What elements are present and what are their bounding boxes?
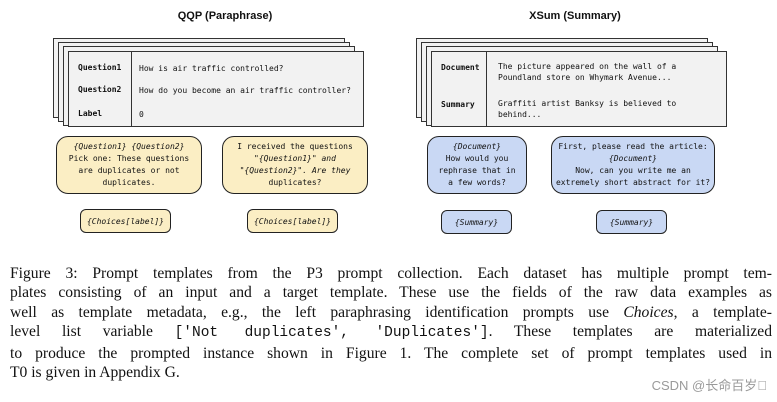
column-divider xyxy=(486,52,487,126)
template-line: {Document} xyxy=(452,142,502,151)
template-line: are duplicates or not xyxy=(78,166,180,175)
row-value: How is air traffic controlled? xyxy=(139,64,284,73)
xsum-template-2: First, please read the article: {Documen… xyxy=(551,136,715,194)
caption-line: plates consisting of an input and a targ… xyxy=(10,284,772,302)
row-key: Document xyxy=(441,63,480,72)
xsum-example-card: Document The picture appeared on the wal… xyxy=(431,51,727,127)
caption-text: level list variable xyxy=(10,323,175,341)
xsum-template-1: {Document} How would you rephrase that i… xyxy=(427,136,527,194)
row-key: Question1 xyxy=(78,63,122,72)
template-line: Pick one: These questions xyxy=(68,154,190,163)
left-panel-title: QQP (Paraphrase) xyxy=(177,10,273,22)
template-line: {Question1} {Question2} xyxy=(73,142,185,151)
row-key: Question2 xyxy=(78,85,122,94)
qqp-target-1: {Choices[label]} xyxy=(80,209,171,233)
qqp-template-1: {Question1} {Question2} Pick one: These … xyxy=(56,136,202,194)
template-line: {Document} xyxy=(608,154,658,163)
caption-line: to produce the prompted instance shown i… xyxy=(10,344,772,362)
qqp-example-card: Question1 How is air traffic controlled?… xyxy=(68,51,364,127)
row-value: Graffiti artist Banksy is believed to be… xyxy=(498,98,676,120)
xsum-target-2: {Summary} xyxy=(596,210,667,234)
template-line: a few words? xyxy=(448,178,506,187)
template-line: duplicates? xyxy=(268,178,322,187)
caption-emph: Choices xyxy=(623,303,674,321)
figure-caption: Figure 3: Prompt templates from the P3 p… xyxy=(10,264,772,382)
caption-line: Figure 3: Prompt templates from the P3 p… xyxy=(10,265,772,282)
caption-line: T0 is given in Appendix G. xyxy=(10,364,180,382)
qqp-target-2: {Choices[label]} xyxy=(247,209,338,233)
row-key: Summary xyxy=(441,100,475,109)
caption-text: well as template metadata, e.g., the lef… xyxy=(10,303,624,321)
watermark: CSDN @长命百岁  xyxy=(651,378,767,393)
caption-line: level list variable ['Not duplicates', '… xyxy=(10,322,772,343)
template-line: Now, can you write me an xyxy=(575,166,691,175)
caption-text: , a template- xyxy=(673,303,772,321)
row-value-line: The picture appeared on the wall of a xyxy=(498,62,677,71)
template-line: First, please read the article: xyxy=(558,142,708,151)
row-value: 0 xyxy=(139,110,144,119)
row-value-line: Poundland store on Whymark Avenue... xyxy=(498,73,672,82)
template-line: I received the questions xyxy=(237,142,353,151)
template-line: duplicates. xyxy=(102,178,156,187)
template-line: "{Question2}". Are they xyxy=(239,166,351,175)
caption-code: ['Not duplicates', 'Duplicates'] xyxy=(174,325,489,342)
column-divider xyxy=(131,52,132,126)
template-line: rephrase that in xyxy=(438,166,516,175)
row-value-line: Graffiti artist Banksy is believed to xyxy=(498,99,677,108)
caption-line: well as template metadata, e.g., the lef… xyxy=(10,303,772,322)
row-value-line: behind... xyxy=(498,110,542,119)
qqp-template-2: I received the questions "{Question1}" a… xyxy=(222,136,368,194)
right-panel-title: XSum (Summary) xyxy=(529,10,621,22)
row-value: How do you become an air traffic control… xyxy=(139,86,351,95)
template-line: extremely short abstract for it? xyxy=(555,178,711,187)
row-key: Label xyxy=(78,109,103,118)
template-line: How would you xyxy=(445,154,509,163)
template-line: "{Question1}" and xyxy=(254,154,336,163)
caption-text: . These templates are materialized xyxy=(488,323,772,341)
xsum-target-1: {Summary} xyxy=(441,210,512,234)
row-value: The picture appeared on the wall of a Po… xyxy=(498,61,676,83)
